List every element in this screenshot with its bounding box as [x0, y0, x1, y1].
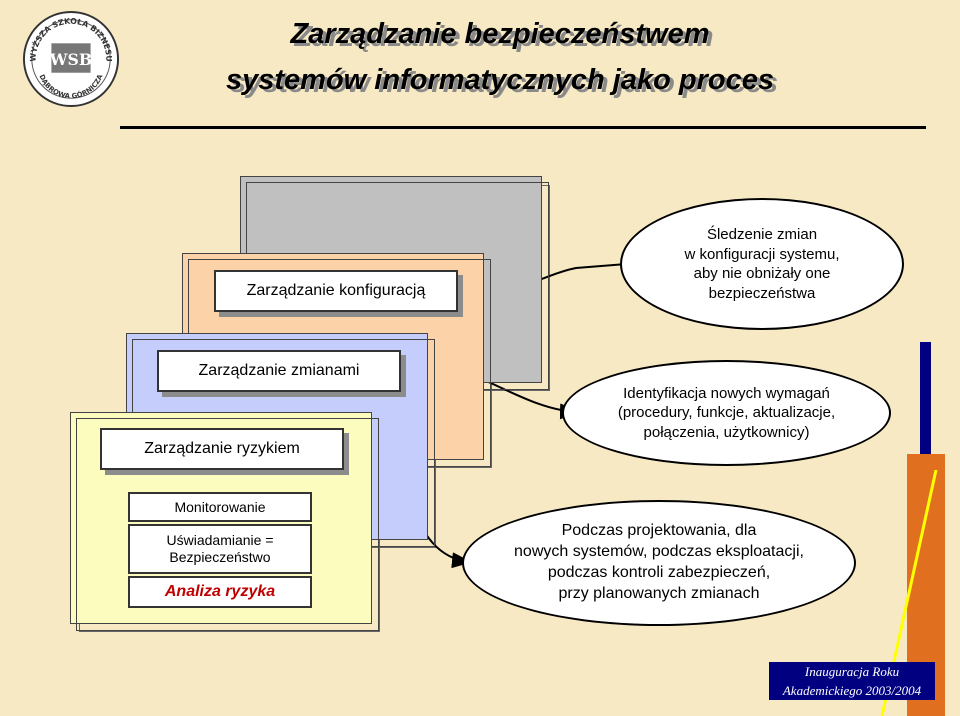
title-line2-shadow: systemów informatycznych jako proces [230, 67, 778, 99]
title-line2: systemów informatycznych jako proces [226, 64, 774, 96]
title-line1-shadow: Zarządzanie bezpieczeństwem [294, 21, 714, 53]
ryzyko-label: Zarządzanie ryzykiem [100, 428, 344, 470]
callout-identyfikacja: Identyfikacja nowych wymagań (procedury,… [562, 360, 891, 466]
footer-line1: Inauguracja Roku [804, 664, 900, 679]
uswiadamianie-box: Uświadamianie = Bezpieczeństwo [128, 524, 312, 574]
title-line1: Zarządzanie bezpieczeństwem [290, 18, 710, 50]
zmiany-label: Zarządzanie zmianami [157, 350, 401, 392]
callout-identyfikacja-text: Identyfikacja nowych wymagań (procedury,… [617, 384, 836, 441]
callout-sledzenie: Śledzenie zmian w konfiguracji systemu, … [620, 198, 904, 330]
svg-text:WSB: WSB [49, 50, 92, 69]
callout-sledzenie-text: Śledzenie zmian w konfiguracji systemu, … [684, 226, 840, 302]
analiza-ryzyka-box: Analiza ryzyka [128, 576, 312, 608]
callout-podczas: Podczas projektowania, dla nowych system… [462, 500, 856, 626]
university-logo-icon: WYŻSZA SZKOŁA BIZNESU DĄBROWA GÓRNICZA W… [22, 10, 120, 108]
footer-line2: Akademickiego 2003/2004 [782, 683, 922, 698]
konfiguracja-label: Zarządzanie konfiguracją [214, 270, 458, 312]
monitorowanie-box: Monitorowanie [128, 492, 312, 522]
footer-box: Inauguracja Roku Akademickiego 2003/2004 [769, 662, 935, 700]
title-rule [120, 126, 926, 129]
callout-podczas-text: Podczas projektowania, dla nowych system… [514, 522, 804, 602]
